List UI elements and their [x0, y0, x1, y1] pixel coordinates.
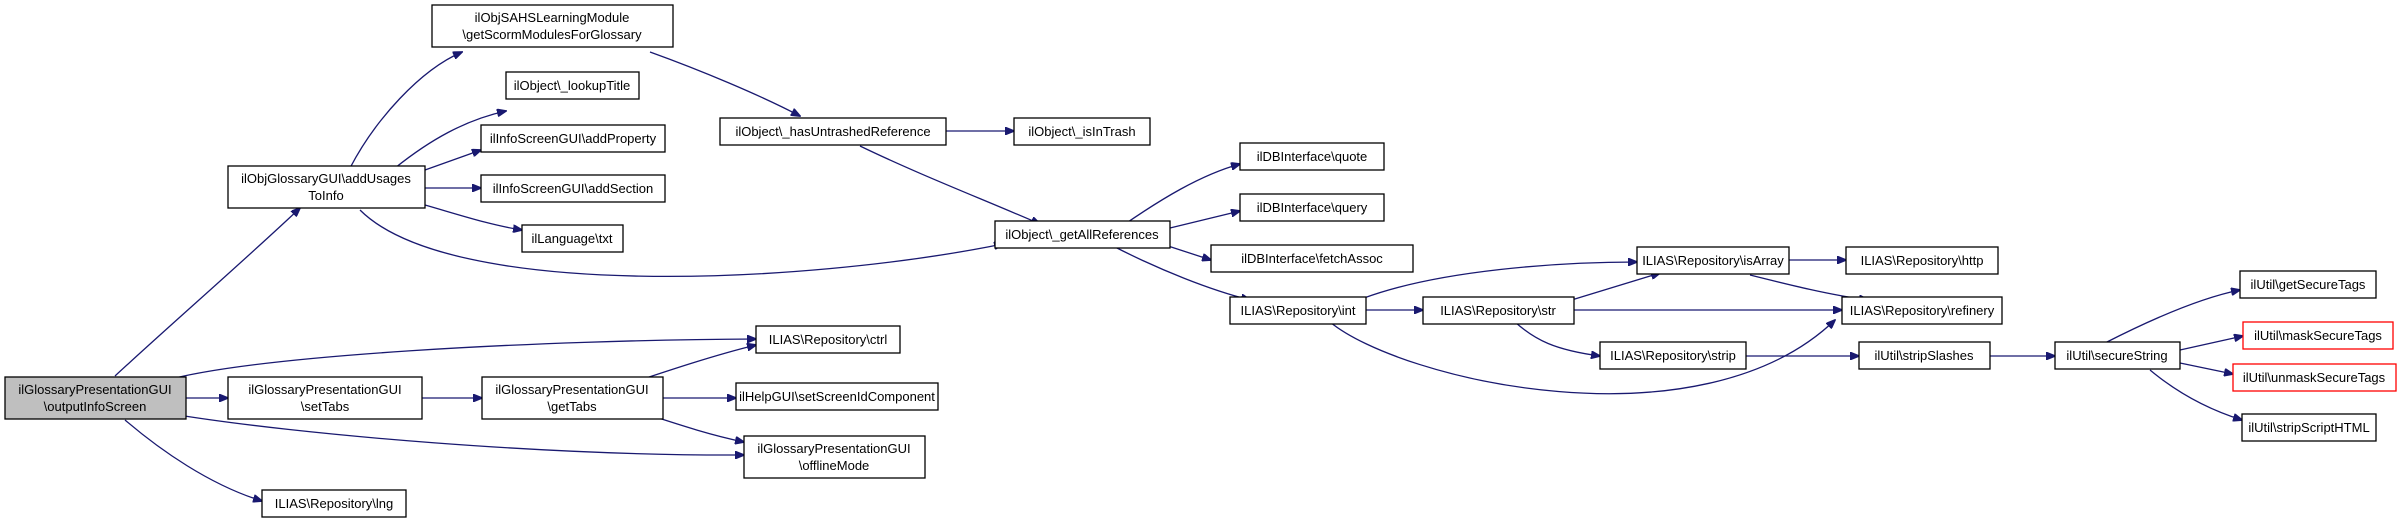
node-offline-mode[interactable]: ilGlossaryPresentationGUI \offlineMode	[743, 435, 926, 479]
node-label: \getScormModulesForGlossary	[462, 27, 642, 42]
node-secure-string[interactable]: ilUtil\secureString	[2054, 341, 2181, 370]
edge-securestring-to-masksecuretags	[2179, 336, 2243, 351]
node-label: ILIAS\Repository\isArray	[1642, 253, 1784, 268]
node-get-secure-tags[interactable]: ilUtil\getSecureTags	[2239, 270, 2377, 299]
edge-addusages-to-getallrefs	[359, 209, 1003, 277]
node-label: ILIAS\Repository\str	[1440, 303, 1556, 318]
node-add-property[interactable]: ilInfoScreenGUI\addProperty	[480, 124, 666, 153]
edge-output-to-addusages	[114, 208, 300, 377]
edge-addusages-to-langtxt	[424, 204, 522, 230]
node-label: ILIAS\Repository\lng	[275, 496, 394, 511]
node-label: ilInfoScreenGUI\addSection	[493, 181, 653, 196]
node-label: ToInfo	[308, 188, 343, 203]
edge-isarray-to-refinery	[1749, 274, 1868, 300]
node-label: ilGlossaryPresentationGUI	[248, 382, 401, 397]
node-label: ILIAS\Repository\refinery	[1850, 303, 1995, 318]
node-label: ilUtil\unmaskSecureTags	[2243, 370, 2386, 385]
node-label: ILIAS\Repository\int	[1241, 303, 1356, 318]
node-label: ilObject\_getAllReferences	[1005, 227, 1159, 242]
node-repository-http[interactable]: ILIAS\Repository\http	[1845, 246, 1999, 275]
edge-getallrefs-to-query	[1169, 211, 1240, 229]
edge-getallrefs-to-fetchassoc	[1164, 244, 1211, 260]
edge-int-to-refinery	[1329, 320, 1835, 395]
node-label: ilGlossaryPresentationGUI	[757, 441, 910, 456]
nodes: ilGlossaryPresentationGUI \outputInfoScr…	[4, 4, 2397, 518]
node-label: ILIAS\Repository\ctrl	[769, 332, 888, 347]
node-mask-secure-tags[interactable]: ilUtil\maskSecureTags	[2242, 321, 2394, 350]
node-label: ILIAS\Repository\strip	[1610, 348, 1736, 363]
node-label: ilUtil\getSecureTags	[2251, 277, 2366, 292]
node-label: ilUtil\stripSlashes	[1875, 348, 1974, 363]
node-set-screen-id-component[interactable]: ilHelpGUI\setScreenIdComponent	[735, 382, 939, 411]
node-repository-str[interactable]: ILIAS\Repository\str	[1422, 296, 1575, 325]
node-label: ilInfoScreenGUI\addProperty	[490, 131, 657, 146]
edge-getallrefs-to-quote	[1124, 164, 1240, 225]
node-add-usages-to-info[interactable]: ilObjGlossaryGUI\addUsages ToInfo	[227, 165, 426, 209]
node-repository-lng[interactable]: ILIAS\Repository\lng	[261, 489, 407, 518]
node-repository-ctrl[interactable]: ILIAS\Repository\ctrl	[755, 325, 901, 354]
edge-int-to-isarray	[1363, 262, 1637, 299]
edge-addusages-to-addproperty	[424, 150, 481, 171]
node-label: ilObject\_lookupTitle	[514, 78, 631, 93]
edge-str-to-isarray	[1564, 273, 1660, 303]
node-label: ilObjGlossaryGUI\addUsages	[241, 171, 411, 186]
node-label: ilObject\_hasUntrashedReference	[735, 124, 930, 139]
node-repository-int[interactable]: ILIAS\Repository\int	[1229, 296, 1367, 325]
node-unmask-secure-tags[interactable]: ilUtil\unmaskSecureTags	[2232, 363, 2397, 392]
node-repository-strip[interactable]: ILIAS\Repository\strip	[1599, 341, 1747, 370]
node-is-in-trash[interactable]: ilObject\_isInTrash	[1013, 117, 1151, 146]
node-db-query[interactable]: ilDBInterface\query	[1239, 193, 1385, 222]
edge-addusages-to-sahs	[349, 52, 462, 169]
edge-sahs-to-hasuntrashed	[649, 51, 800, 116]
node-has-untrashed-reference[interactable]: ilObject\_hasUntrashedReference	[719, 117, 947, 146]
node-db-fetch-assoc[interactable]: ilDBInterface\fetchAssoc	[1210, 244, 1414, 273]
edge-hasuntrashed-to-getallrefs	[859, 145, 1040, 224]
node-label: ilUtil\secureString	[2066, 348, 2167, 363]
node-repository-is-array[interactable]: ILIAS\Repository\isArray	[1636, 246, 1790, 275]
node-label: ilHelpGUI\setScreenIdComponent	[739, 389, 935, 404]
edge-output-to-ctrl	[159, 339, 756, 383]
node-get-all-references[interactable]: ilObject\_getAllReferences	[994, 220, 1171, 249]
node-label: \getTabs	[547, 399, 597, 414]
node-label: ilUtil\maskSecureTags	[2254, 328, 2382, 343]
edge-securestring-to-stripscripthtml	[2149, 369, 2242, 420]
node-strip-slashes[interactable]: ilUtil\stripSlashes	[1858, 341, 1991, 370]
node-label: ilGlossaryPresentationGUI	[495, 382, 648, 397]
node-label: ilDBInterface\quote	[1257, 149, 1368, 164]
node-label: ilGlossaryPresentationGUI	[18, 382, 171, 397]
node-label: ilDBInterface\query	[1257, 200, 1368, 215]
node-label: \offlineMode	[799, 458, 870, 473]
node-label: ilLanguage\txt	[532, 231, 613, 246]
node-label: \setTabs	[301, 399, 350, 414]
node-get-tabs[interactable]: ilGlossaryPresentationGUI \getTabs	[481, 376, 664, 420]
node-get-scorm-modules-for-glossary[interactable]: ilObjSAHSLearningModule \getScormModules…	[431, 4, 674, 48]
node-lookup-title[interactable]: ilObject\_lookupTitle	[505, 71, 640, 100]
edge-securestring-to-unmasksecuretags	[2179, 362, 2233, 374]
node-label: ilUtil\stripScriptHTML	[2248, 420, 2369, 435]
edge-securestring-to-getsecuretags	[2104, 290, 2240, 344]
edge-output-to-offlinemode	[171, 413, 744, 455]
node-repository-refinery[interactable]: ILIAS\Repository\refinery	[1841, 296, 2003, 325]
edge-str-to-strip	[1514, 321, 1600, 356]
node-label: \outputInfoScreen	[44, 399, 147, 414]
node-language-txt[interactable]: ilLanguage\txt	[521, 224, 624, 253]
node-output-info-screen[interactable]: ilGlossaryPresentationGUI \outputInfoScr…	[4, 376, 187, 420]
node-strip-script-html[interactable]: ilUtil\stripScriptHTML	[2241, 413, 2377, 442]
edges	[114, 51, 2243, 501]
node-label: ilDBInterface\fetchAssoc	[1241, 251, 1383, 266]
node-label: ilObject\_isInTrash	[1028, 124, 1135, 139]
edge-output-to-lng	[124, 419, 262, 501]
edge-getallrefs-to-int	[1114, 246, 1250, 300]
node-label: ilObjSAHSLearningModule	[475, 10, 630, 25]
node-db-quote[interactable]: ilDBInterface\quote	[1239, 142, 1385, 171]
node-set-tabs[interactable]: ilGlossaryPresentationGUI \setTabs	[227, 376, 423, 420]
node-add-section[interactable]: ilInfoScreenGUI\addSection	[480, 174, 666, 203]
edge-addusages-to-lookuptitle	[394, 111, 506, 169]
node-label: ILIAS\Repository\http	[1861, 253, 1984, 268]
